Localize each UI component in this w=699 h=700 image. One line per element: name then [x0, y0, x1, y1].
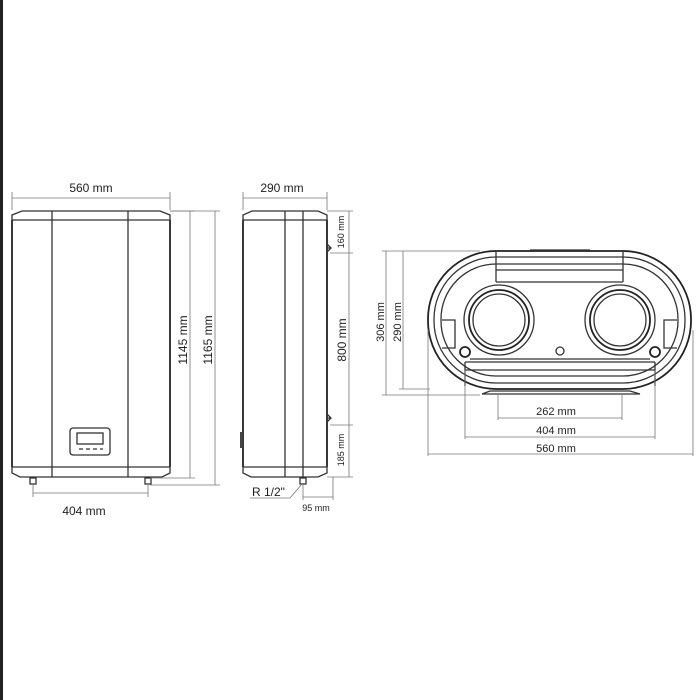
thread-label: R 1/2" [252, 485, 285, 499]
side-body-sides [242, 220, 328, 467]
bracket-width-label: 262 mm [536, 406, 576, 418]
display-panel [69, 427, 111, 456]
wall-bracket [326, 243, 332, 423]
side-top-cap [242, 210, 328, 221]
left-pipe-port [463, 284, 535, 356]
mount-hole-left [459, 346, 471, 358]
mount-hole-right [649, 346, 661, 358]
side-control [240, 432, 243, 448]
left-foot [29, 477, 37, 485]
side-view: 290 mm 160 mm 800 mm 185 mm R 1/2" 95 mm [240, 181, 353, 513]
pipe-offset-label: 95 mm [302, 503, 330, 513]
top-bracket-label: 160 mm [336, 216, 346, 249]
front-bottom-cap [11, 466, 171, 478]
front-total-height-label: 1165 mm [201, 315, 215, 364]
side-depth-label: 290 mm [260, 181, 303, 195]
front-width-label: 560 mm [69, 181, 112, 195]
front-panel-lines [51, 211, 129, 477]
center-hole [555, 346, 565, 356]
front-view: 560 mm 1145 mm 1165 mm 404 mm [11, 181, 220, 518]
bracket-spacing-label: 800 mm [335, 318, 349, 361]
right-pipe-port [584, 284, 656, 356]
left-border [0, 0, 3, 700]
top-total-depth-label: 306 mm [375, 302, 387, 342]
top-pipe-spacing-label: 404 mm [536, 425, 576, 437]
front-feet-spacing-label: 404 mm [62, 504, 105, 518]
top-wall-bracket [481, 390, 641, 395]
top-view: 306 mm 290 mm 262 mm 404 mm 560 mm [375, 249, 694, 456]
water-pipe [299, 477, 307, 485]
top-depth-label: 290 mm [392, 302, 404, 342]
top-width-label: 560 mm [536, 443, 576, 455]
front-height-label: 1145 mm [176, 315, 190, 364]
front-top-cap [11, 210, 171, 221]
side-bottom-cap [242, 466, 328, 478]
side-panel-lines [284, 211, 304, 477]
front-body-sides [11, 220, 171, 467]
bottom-bracket-label: 185 mm [336, 434, 346, 467]
right-foot [144, 477, 152, 485]
top-outer-shell [427, 250, 692, 390]
